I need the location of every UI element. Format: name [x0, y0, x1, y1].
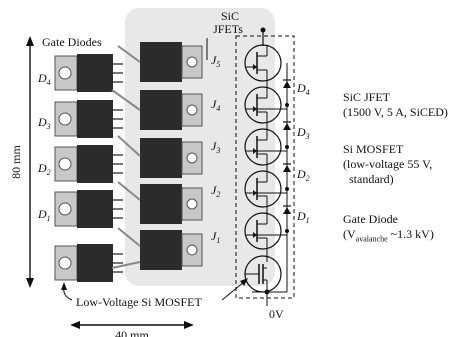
package-hole: [186, 104, 198, 116]
package-hole: [58, 202, 72, 216]
ground-label: 0V: [269, 307, 284, 321]
jfet-labels: J5 J4 J3 J2 J1: [211, 53, 220, 245]
low-voltage-mosfet-label: Low-Voltage Si MOSFET: [76, 295, 202, 309]
jfet-symbol-circle: [244, 212, 282, 250]
package-hole: [58, 256, 72, 270]
jfet-package: [140, 42, 203, 82]
package-body: [77, 100, 113, 138]
sic-jfets-label-line2: JFETs: [213, 22, 243, 36]
low-voltage-mosfet-package: [54, 244, 123, 282]
diode-label-d4: D4: [37, 71, 51, 87]
wire: [111, 261, 141, 269]
legend-si-mosfet-spec: (low-voltage 55 V,: [343, 157, 433, 171]
interconnect-wires: [111, 45, 141, 269]
width-dimension-label: 40 mm: [115, 328, 149, 337]
legend-sic-jfet-spec: (1500 V, 5 A, SiCED): [343, 105, 448, 119]
diode-label-d2: D2: [37, 161, 51, 177]
mosfet-pointer-left-head: [61, 282, 67, 290]
wire: [117, 135, 141, 157]
package-hole: [186, 152, 198, 164]
jfet-label-j5: J5: [211, 53, 220, 69]
legend-gate-diode-title: Gate Diode: [343, 212, 398, 226]
schematic-label-d4: D4: [296, 81, 310, 97]
legend-sic-jfet: SiC JFET (1500 V, 5 A, SiCED): [343, 90, 448, 120]
jfet-package: [140, 230, 203, 270]
gate-diode-package: [54, 100, 123, 138]
legend-si-mosfet-spec2: standard): [349, 172, 394, 186]
jfet-packages: [140, 42, 203, 270]
diode-label-d3: D3: [37, 115, 51, 131]
schematic-label-d1: D1: [296, 209, 310, 225]
schematic-label-d3: D3: [296, 125, 310, 141]
gate-diode-symbol: [283, 123, 291, 130]
jfet-gate-arrow: [253, 148, 257, 154]
jfet-gate-arrow: [253, 64, 257, 70]
gate-diode-package: [54, 145, 123, 183]
package-body: [140, 184, 182, 224]
diode-labels: D4 D3 D2 D1: [37, 71, 51, 223]
package-body: [140, 42, 182, 82]
jfet-label-j4: J4: [211, 97, 220, 113]
gate-diode-symbol: [283, 165, 291, 172]
legend-si-mosfet-title: Si MOSFET: [343, 142, 404, 156]
legend-si-mosfet: Si MOSFET (low-voltage 55 V, standard): [343, 142, 432, 187]
width-dimension-arrow: [70, 321, 194, 329]
mosfet-pointer-right: [221, 281, 245, 301]
jfet-label-j2: J2: [211, 183, 220, 199]
schematic-dashed-box: [235, 35, 295, 299]
package-body: [77, 244, 113, 282]
package-body: [140, 90, 182, 130]
package-hole: [186, 56, 198, 68]
height-dimension-label: 80 mm: [9, 145, 23, 179]
jfet-gate-arrow: [253, 232, 257, 238]
legend-gate-diode: Gate Diode (Vavalanche ~1.3 kV): [343, 212, 434, 246]
gate-diode-symbol: [283, 81, 291, 88]
jfet-package: [140, 90, 203, 130]
sic-jfets-label-line1: SiC: [221, 9, 239, 23]
package-hole: [186, 198, 198, 210]
diode-label-d1: D1: [37, 207, 51, 223]
jfet-gate-arrow: [253, 190, 257, 196]
package-hole: [58, 66, 72, 80]
package-body: [77, 190, 113, 228]
wire: [117, 181, 141, 201]
jfet-label-j3: J3: [211, 139, 220, 155]
gate-diode-package: [54, 190, 123, 228]
legend-gate-diode-spec: (Vavalanche ~1.3 kV): [343, 227, 434, 244]
jfet-package: [140, 138, 203, 178]
schematic-diode-labels: D4 D3 D2 D1: [296, 81, 310, 225]
gate-diode-symbol: [283, 207, 291, 214]
wire: [111, 89, 141, 111]
jfet-symbol-circle: [244, 128, 282, 166]
package-hole: [58, 157, 72, 171]
jfet-symbol-circle: [244, 86, 282, 124]
mosfet-pointer-right-head: [240, 278, 248, 286]
wire: [117, 45, 141, 63]
jfet-gate-arrow: [253, 106, 257, 112]
package-body: [140, 138, 182, 178]
gate-diode-package: [54, 54, 123, 92]
jfet-label-j1: J1: [211, 229, 220, 245]
gate-diodes-label: Gate Diodes: [42, 35, 102, 49]
jfet-symbol-circle: [244, 44, 282, 82]
package-body: [77, 145, 113, 183]
jfet-symbol-circle: [244, 170, 282, 208]
package-hole: [186, 244, 198, 256]
height-dimension-arrow: [26, 36, 34, 288]
legend-sic-jfet-title: SiC JFET: [343, 90, 391, 104]
package-body: [140, 230, 182, 270]
package-body: [77, 54, 113, 92]
schematic-label-d2: D2: [296, 167, 310, 183]
package-hole: [58, 112, 72, 126]
cascode-schematic: [244, 27, 291, 306]
gate-diode-packages: [54, 54, 123, 282]
jfet-package: [140, 184, 203, 224]
wire: [117, 227, 141, 247]
